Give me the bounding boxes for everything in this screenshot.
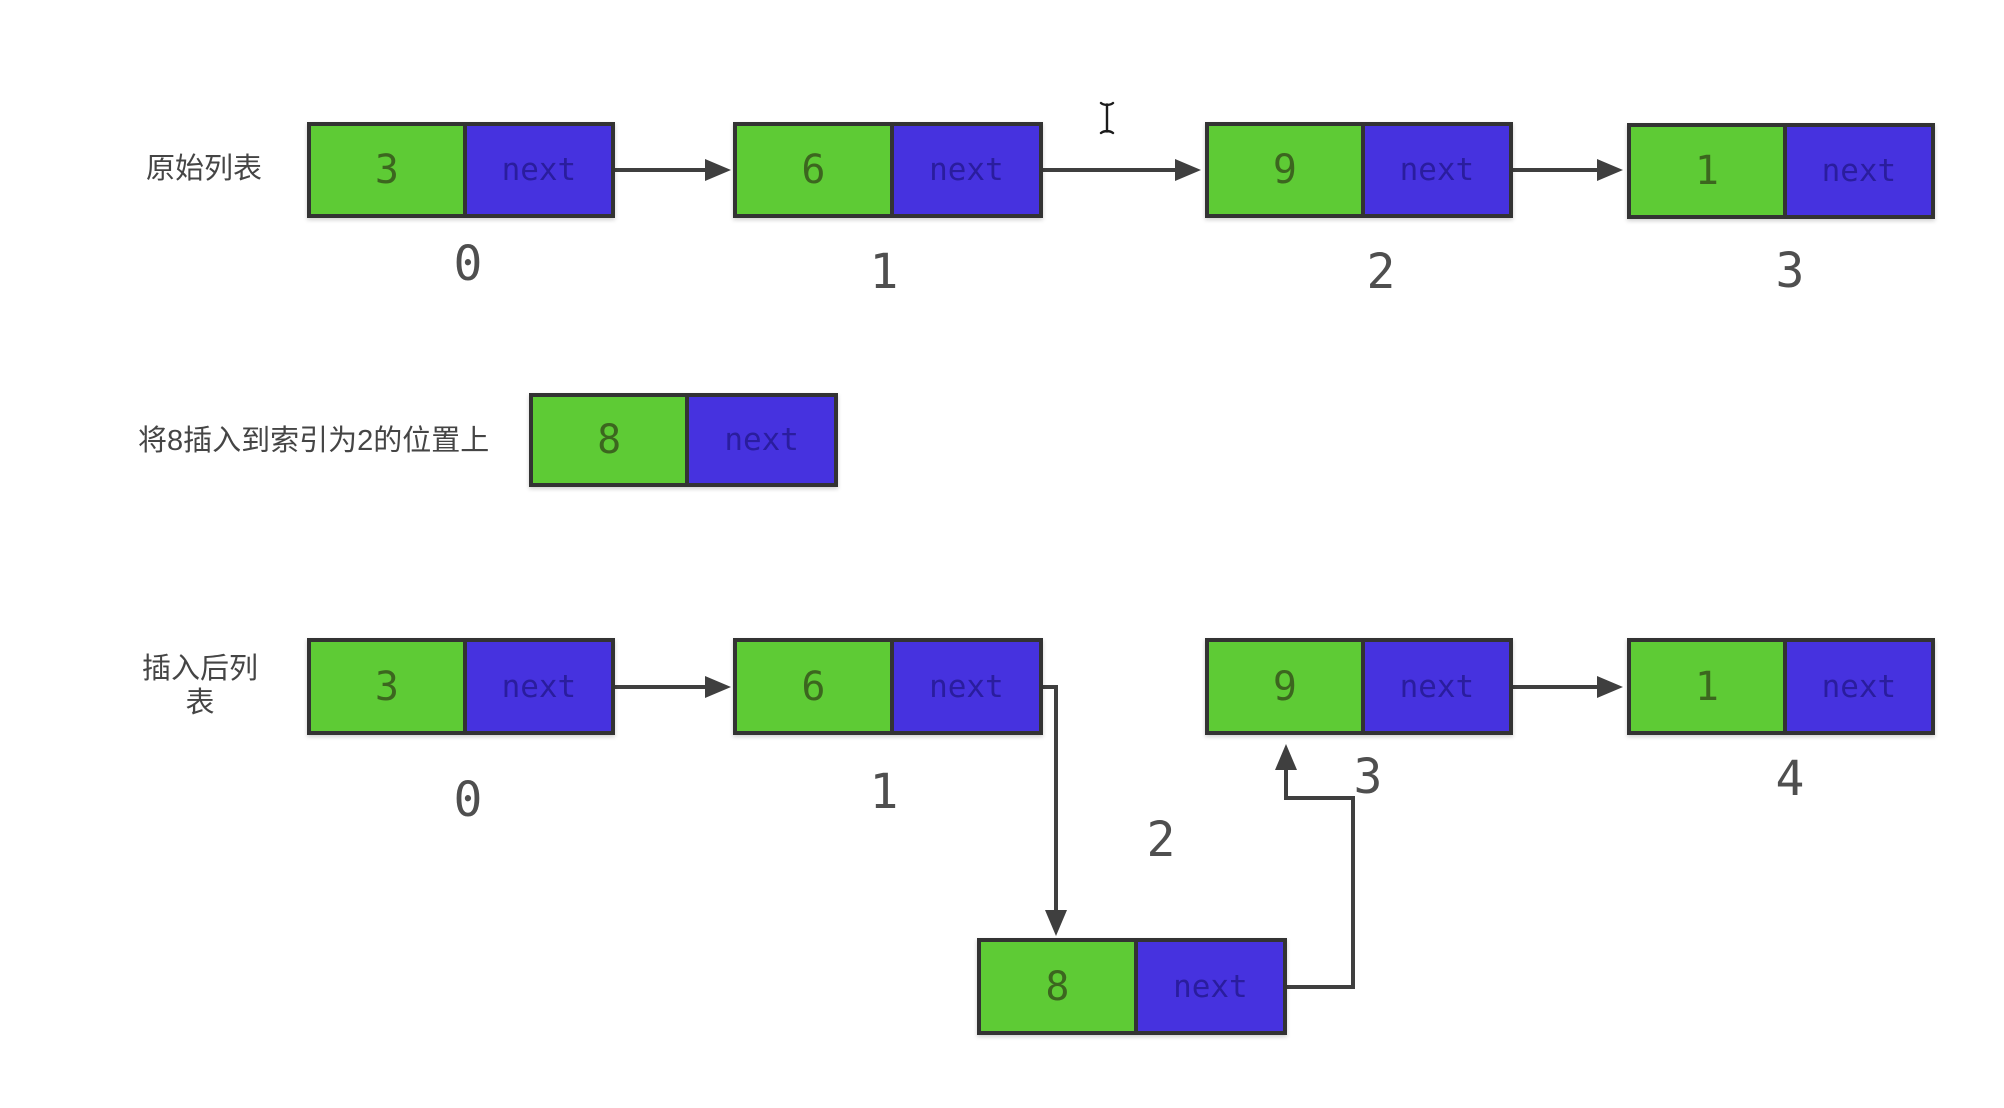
after-index-1: 1 [869,764,899,820]
node-next-cell: next [1360,126,1509,214]
insert-node: 8 next [529,393,838,487]
original-list-label: 原始列表 [146,153,263,185]
node-value-cell: 8 [981,942,1134,1031]
after-node-3: 9 next [1205,638,1513,735]
original-index-1: 1 [869,244,899,300]
node-value-cell: 9 [1209,642,1361,731]
after-node-0: 3 next [307,638,615,735]
after-node-1: 6 next [733,638,1043,735]
original-index-3: 3 [1775,243,1805,299]
node-value-cell: 1 [1631,642,1783,731]
original-node-3: 1 next [1627,123,1935,219]
after-node-4: 1 next [1627,638,1935,735]
node-value-cell: 8 [533,397,686,483]
node-next-cell: next [1782,127,1931,215]
node-next-cell: next [462,126,611,214]
node-next-cell: next [1133,942,1283,1031]
original-index-2: 2 [1366,244,1396,300]
node-value-cell: 6 [737,642,890,731]
text-cursor-icon [1099,101,1115,135]
after-index-3: 3 [1353,749,1383,805]
original-index-0: 0 [453,236,483,292]
node-next-cell: next [889,642,1039,731]
after-index-4: 4 [1775,751,1805,807]
after-index-0: 0 [453,772,483,828]
node-value-cell: 3 [311,642,463,731]
node-value-cell: 3 [311,126,463,214]
original-node-2: 9 next [1205,122,1513,218]
insert-instruction-label: 将8插入到索引为2的位置上 [138,425,490,457]
node-value-cell: 1 [1631,127,1783,215]
after-index-2: 2 [1146,812,1176,868]
node-next-cell: next [1782,642,1931,731]
after-list-label: 插入后列表 [141,653,258,719]
arrow-after-8-to-9 [1284,770,1355,989]
node-next-cell: next [685,397,834,483]
node-next-cell: next [462,642,611,731]
after-node-2-inserted: 8 next [977,938,1287,1035]
node-next-cell: next [1360,642,1509,731]
node-value-cell: 6 [737,126,890,214]
node-next-cell: next [889,126,1039,214]
arrow-after-6-to-8 [1043,685,1058,912]
original-node-1: 6 next [733,122,1043,218]
node-value-cell: 9 [1209,126,1361,214]
original-node-0: 3 next [307,122,615,218]
